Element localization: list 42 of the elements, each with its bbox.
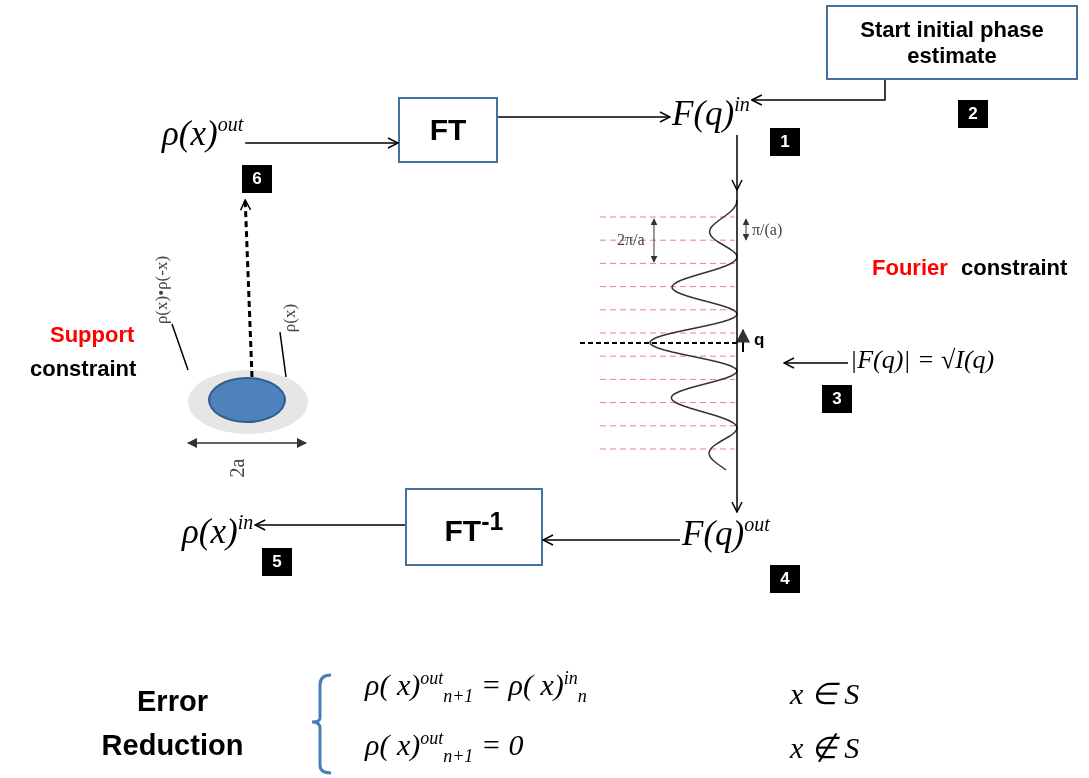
leader-line <box>171 323 189 371</box>
process-box <box>398 97 498 163</box>
step-number: 2 <box>958 100 988 128</box>
math-expression: F(q)$^{in}$ <box>670 92 752 135</box>
arrow <box>731 134 743 513</box>
leader-line <box>279 331 287 378</box>
support-ellipse <box>208 377 286 423</box>
math-expression: F(q)$^{out}$ <box>680 512 772 555</box>
axis-label: q <box>754 330 765 350</box>
arrow <box>244 137 399 149</box>
rotated-label: ρ(x) <box>280 303 300 333</box>
step-number: 1 <box>770 128 800 156</box>
label: constraint <box>30 356 137 382</box>
box-label: FT <box>429 113 467 147</box>
arrow <box>751 79 886 106</box>
box-label: Start initial phase estimate <box>859 16 1045 69</box>
label: Error Reduction <box>100 684 245 763</box>
arrow <box>783 357 849 369</box>
arrow <box>497 111 671 123</box>
process-box <box>826 5 1078 80</box>
box-label: FT$^{-1}$ <box>444 506 504 548</box>
process-box <box>405 488 543 566</box>
step-number: 6 <box>242 165 272 193</box>
dimension-label: 2a <box>225 458 249 478</box>
label: constraint <box>961 255 1068 281</box>
step-number: 3 <box>822 385 852 413</box>
step-number: 4 <box>770 565 800 593</box>
math-expression: ρ(x)$^{in}$ <box>180 510 256 553</box>
dimension-label: π/(a) <box>752 221 783 239</box>
rotated-label: ρ(x)•ρ(-x) <box>152 255 172 325</box>
condition: x ∉ S <box>790 730 860 765</box>
label: Fourier <box>872 255 948 281</box>
label: Support <box>50 322 135 348</box>
math-expression: |F(q)| = √I(q) <box>848 343 997 377</box>
condition: x ∈ S <box>790 676 860 711</box>
step-number: 5 <box>262 548 292 576</box>
arrow <box>542 534 681 546</box>
dimension-label: 2π/a <box>617 231 645 249</box>
math-expression: ρ(x)$^{out}$ <box>160 112 246 155</box>
arrow <box>254 519 406 531</box>
equation: ρ( x)$^{out}$$_{n+1}$ = 0 <box>365 728 524 767</box>
arrow <box>239 199 254 378</box>
